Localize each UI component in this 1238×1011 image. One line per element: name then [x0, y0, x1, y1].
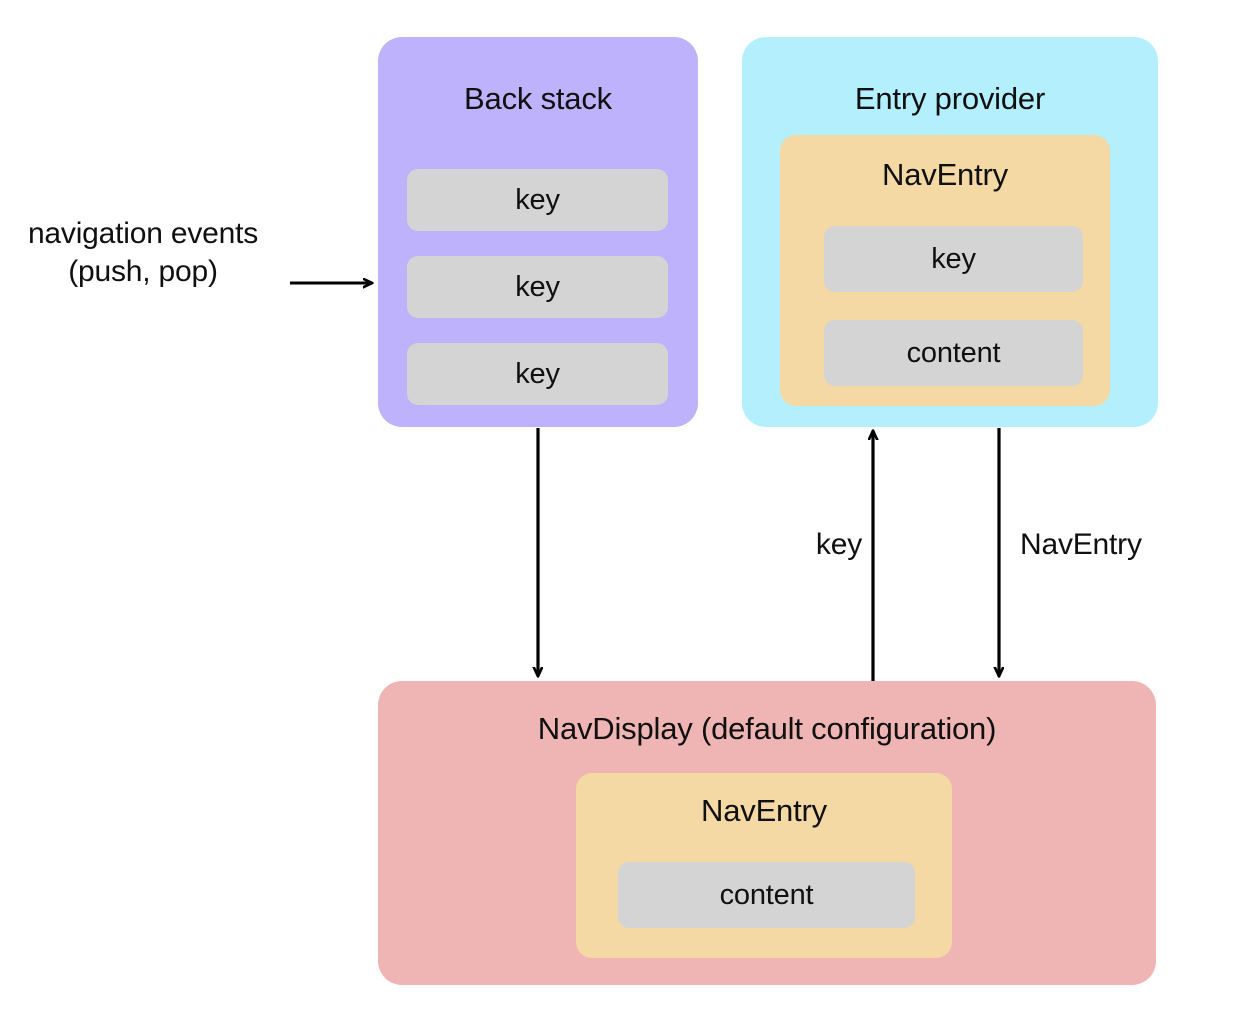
- entry-provider-nav-entry-title: NavEntry: [882, 157, 1008, 192]
- back-stack-key-pill[interactable]: key: [407, 256, 668, 318]
- entry-provider-nav-entry-box[interactable]: NavEntry key content: [780, 135, 1110, 406]
- nav-display-group[interactable]: NavDisplay (default configuration) NavEn…: [378, 681, 1156, 985]
- nav-display-content-pill[interactable]: content: [618, 862, 915, 928]
- back-stack-group[interactable]: Back stack key key key: [378, 37, 698, 427]
- navigation-events-line1: navigation events: [27, 217, 259, 250]
- nav-display-nav-entry-box[interactable]: NavEntry content: [576, 773, 952, 958]
- back-stack-key-pill[interactable]: key: [407, 169, 668, 231]
- nav-display-nav-entry-title: NavEntry: [701, 793, 827, 828]
- entry-provider-content-pill[interactable]: content: [824, 320, 1083, 386]
- edge-label-key: key: [815, 528, 862, 561]
- nav-display-title: NavDisplay (default configuration): [537, 711, 997, 746]
- navigation-events-line2: (push, pop): [68, 255, 218, 289]
- back-stack-key-pill[interactable]: key: [407, 343, 668, 405]
- navigation-events-label: navigation events (push, pop): [8, 215, 278, 292]
- edge-label-naventry: NavEntry: [1020, 528, 1142, 561]
- entry-provider-group[interactable]: Entry provider NavEntry key content: [742, 37, 1158, 427]
- entry-provider-key-pill[interactable]: key: [824, 226, 1083, 292]
- back-stack-title: Back stack: [464, 81, 612, 116]
- entry-provider-title: Entry provider: [854, 81, 1046, 116]
